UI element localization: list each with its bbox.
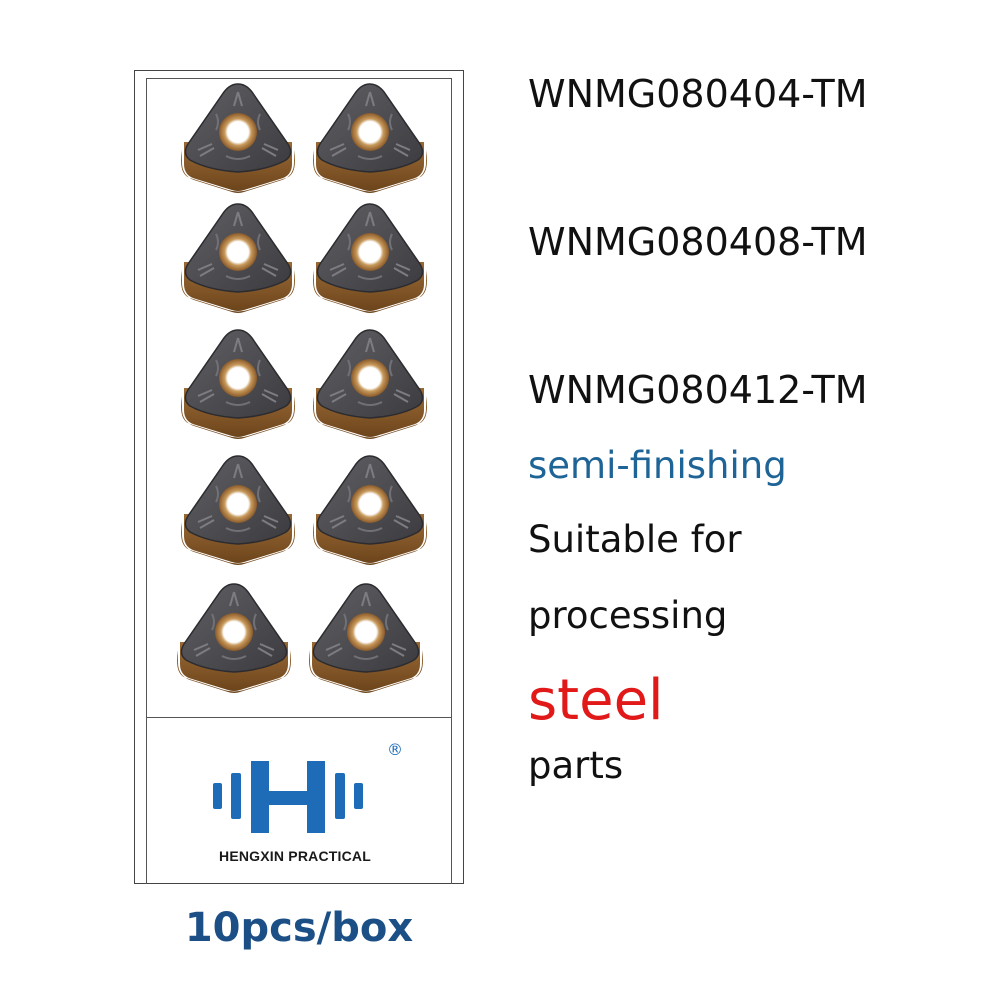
wnmg-insert-icon [312,83,428,194]
registered-mark: ® [387,740,403,759]
box-divider [146,717,452,718]
box-inner-frame [146,78,452,884]
hengxin-logo-icon [213,761,363,833]
box-outer-frame [134,70,464,884]
application-label: semi-finishing [528,444,787,487]
description-line-3: parts [528,744,624,787]
model-1: WNMG080404-TM [528,72,868,116]
model-3: WNMG080412-TM [528,368,868,412]
wnmg-insert-icon [180,455,296,566]
material-highlight: steel [528,668,664,733]
wnmg-insert-icon [312,203,428,314]
wnmg-insert-icon [308,583,424,694]
wnmg-insert-icon [180,329,296,440]
wnmg-insert-icon [180,203,296,314]
package-quantity: 10pcs/box [184,905,414,951]
description-line-1: Suitable for [528,518,742,561]
description-line-2: processing [528,594,728,637]
wnmg-insert-icon [180,83,296,194]
brand-name: HENGXIN PRACTICAL [219,848,371,864]
model-2: WNMG080408-TM [528,220,868,264]
wnmg-insert-icon [176,583,292,694]
wnmg-insert-icon [312,329,428,440]
wnmg-insert-icon [312,455,428,566]
